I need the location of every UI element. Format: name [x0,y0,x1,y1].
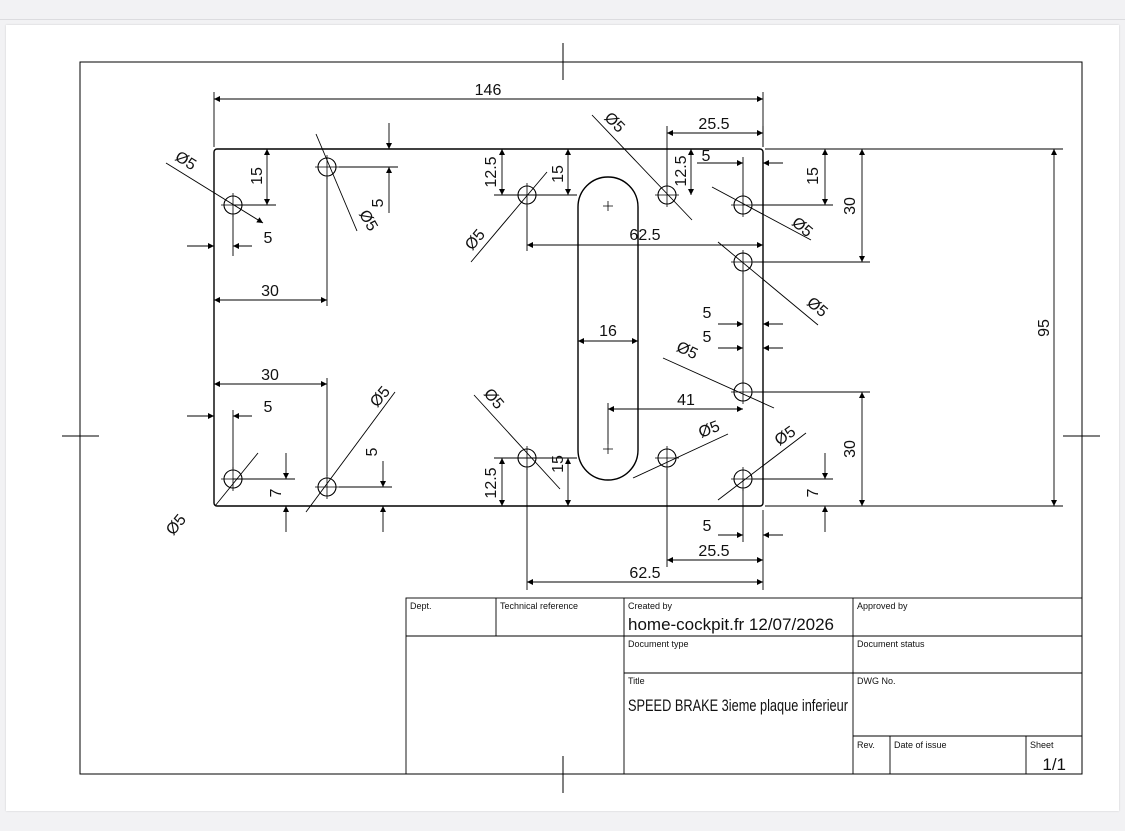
dim-lower-mid-diam: Ø5 [696,418,722,442]
dim-right-7: 7 [805,488,822,497]
dim-right-5a: 5 [703,305,712,322]
slot [577,176,639,481]
dim-mid-lower-15: 15 [550,455,567,473]
title-value: SPEED BRAKE 3ieme plaque inferieur [628,696,848,715]
created-by-label: Created by [628,601,673,611]
date-of-issue-label: Date of issue [894,740,947,750]
document-type-label: Document type [628,639,689,649]
dim-top-255: 25.5 [698,116,729,133]
dim-bl-horiz: 5 [264,399,273,416]
title-block-text: Dept. Technical reference Created by hom… [410,601,1066,774]
tech-ref-label: Technical reference [500,601,578,611]
dim-left-30-upper: 30 [261,283,279,300]
document-status-label: Document status [857,639,925,649]
dim-tl-vert: 15 [249,167,266,185]
dim-r3-diam: Ø5 [674,339,701,363]
dim-right-5b: 5 [703,329,712,346]
dim-b2-vert: 5 [364,447,381,456]
dim-second-vert: 5 [370,198,387,207]
holes [223,157,753,497]
dim-lower-right-diam: Ø5 [772,423,799,449]
dim-41: 41 [677,392,695,409]
dim-bottom-255: 25.5 [698,543,729,560]
dim-b2-diam: Ø5 [367,383,394,410]
drawing-sheet: 146 95 Ø5 15 5 Ø5 5 30 30 5 Ø5 7 Ø5 5 Ø5… [6,25,1119,811]
dim-bl-vert: 7 [268,488,285,497]
drawing-frame [62,43,1100,793]
dim-top-125: 12.5 [673,155,690,186]
dimension-lines [187,92,1063,590]
title-label: Title [628,676,645,686]
dept-label: Dept. [410,601,432,611]
dimension-labels: 146 95 Ø5 15 5 Ø5 5 30 30 5 Ø5 7 Ø5 5 Ø5… [163,82,1053,582]
dim-tl-horiz: 5 [264,230,273,247]
dim-overall-width: 146 [475,82,502,99]
dim-mid-upper-125: 12.5 [483,156,500,187]
dim-mid-lower-diam: Ø5 [480,385,507,412]
diameter-leaders [165,114,819,513]
dim-r2-diam: Ø5 [803,294,830,321]
dim-r1-diam: Ø5 [788,214,815,241]
viewer-toolbar [0,0,1125,20]
dim-upper-625: 62.5 [629,227,660,244]
rev-label: Rev. [857,740,875,750]
plate-outline [213,148,764,507]
dim-bl-diam: Ø5 [163,511,190,538]
sheet-value: 1/1 [1042,755,1066,774]
dim-mid-upper-15: 15 [550,165,567,183]
center-marks [221,155,755,499]
dim-slot-width: 16 [599,323,617,340]
dim-lower-625: 62.5 [629,565,660,582]
dim-mid-lower-125: 12.5 [483,467,500,498]
dim-overall-height: 95 [1036,319,1053,337]
title-block [405,597,1083,775]
technical-drawing: 146 95 Ø5 15 5 Ø5 5 30 30 5 Ø5 7 Ø5 5 Ø5… [62,43,1100,793]
dim-top-right-diam: Ø5 [601,109,628,136]
sheet-label: Sheet [1030,740,1054,750]
dim-tl-diam: Ø5 [172,148,199,174]
created-by-value: home-cockpit.fr 12/07/2026 [628,615,834,634]
dim-right-15: 15 [805,167,822,185]
dim-left-30-lower: 30 [261,367,279,384]
dim-bottom-5: 5 [703,518,712,535]
dim-top-5: 5 [702,148,711,165]
approved-by-label: Approved by [857,601,908,611]
dim-right-30-bottom: 30 [842,440,859,458]
dim-second-diam: Ø5 [355,207,380,234]
dwg-no-label: DWG No. [857,676,896,686]
dim-mid-upper-diam: Ø5 [462,226,489,253]
dim-right-30-top: 30 [842,197,859,215]
